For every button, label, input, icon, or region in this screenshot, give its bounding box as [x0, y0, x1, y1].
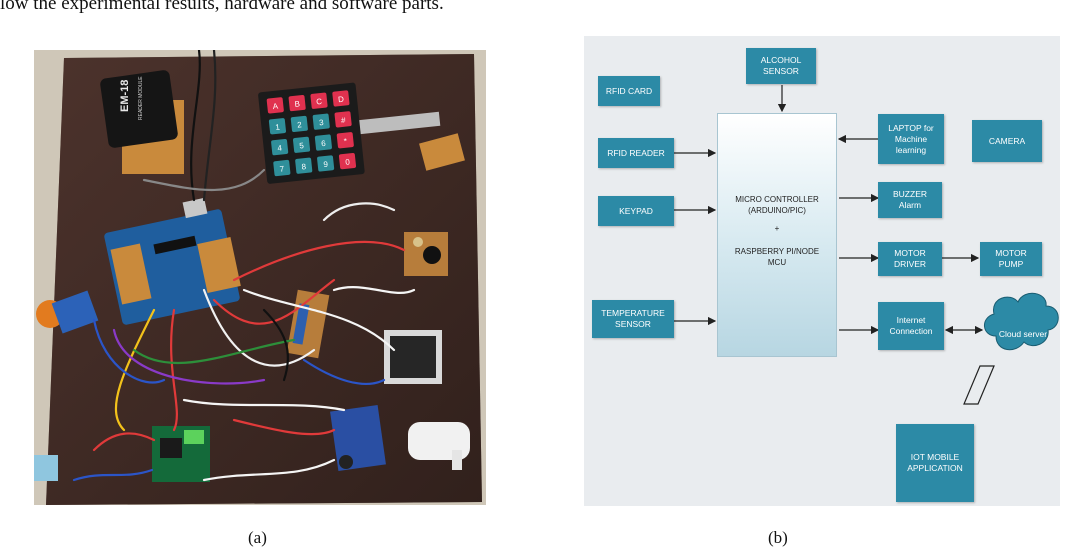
keypad-key: [336, 132, 354, 149]
caption-a: (a): [248, 528, 267, 547]
block-keypad: KEYPAD: [598, 196, 674, 226]
keypad-key: [338, 153, 357, 170]
keypad-key-label: 7: [279, 164, 285, 173]
keypad-key: [290, 115, 308, 133]
wireless-link: [963, 365, 995, 405]
keypad-key-label: D: [338, 95, 345, 105]
block-internet-connection: Internet Connection: [878, 302, 944, 350]
keypad-key-label: 4: [277, 143, 283, 152]
block-buzzer: BUZZER Alarm: [878, 182, 942, 218]
block-motor-driver: MOTOR DRIVER: [878, 242, 942, 276]
mcu-label-1: MICRO CONTROLLER (ARDUINO/PIC): [735, 195, 819, 215]
block-laptop: LAPTOP for Machine learning: [878, 114, 944, 164]
keypad-key-label: C: [316, 97, 323, 107]
block-iot-mobile-app: IOT MOBILE APPLICATION: [896, 424, 974, 502]
keypad-key-label: 8: [301, 162, 307, 171]
keypad-key: [292, 136, 311, 153]
cloud-shape: [984, 292, 1059, 351]
block-temperature-sensor: TEMPERATURE SENSOR: [592, 300, 674, 338]
block-diagram: ALCOHOL SENSOR RFID CARD RFID READER KEY…: [584, 36, 1060, 506]
keypad-key: [310, 92, 328, 109]
intro-text: low the experimental results, hardware a…: [0, 0, 444, 14]
keypad-membrane: A B C D 1 2 3 #4 5 6 * 7 8 9 0: [258, 82, 441, 184]
em18-module: [100, 70, 178, 148]
keypad-key-label: B: [294, 99, 300, 109]
keypad-key: [268, 118, 287, 135]
keypad-key-label: 9: [323, 160, 329, 169]
keypad-key: [266, 97, 284, 114]
keypad-key: [312, 113, 330, 130]
keypad-key: [314, 134, 332, 151]
keypad-key-label: 6: [321, 139, 327, 148]
keypad-key: [332, 90, 350, 107]
keypad-key: [273, 159, 291, 177]
diagram-arrows: [674, 85, 1059, 405]
keypad-key-label: 5: [299, 141, 305, 150]
keypad-key-label: 3: [319, 118, 325, 127]
em18-label: EM-18: [119, 80, 131, 112]
keypad-key: [317, 155, 335, 172]
caption-b: (b): [768, 528, 788, 547]
cloud-server-label: Cloud server: [998, 329, 1048, 339]
block-alcohol-sensor: ALCOHOL SENSOR: [746, 48, 816, 84]
microcontroller-block: MICRO CONTROLLER (ARDUINO/PIC) + RASPBER…: [717, 113, 837, 357]
block-motor-pump: MOTOR PUMP: [980, 242, 1042, 276]
mcu-label-plus: +: [774, 224, 780, 233]
keypad-key-label: 0: [345, 157, 351, 166]
hardware-photo-drawing: EM-18 READER MODULE A B C D 1 2 3 #4 5 6 * 7 8 9 0: [34, 50, 486, 505]
keypad-key-label: *: [343, 137, 347, 146]
keypad-key-label: #: [341, 116, 347, 125]
hardware-photo: EM-18 READER MODULE A B C D 1 2 3 #4 5 6 * 7 8 9 0: [34, 50, 486, 505]
block-camera: CAMERA: [972, 120, 1042, 162]
block-rfid-reader: RFID READER: [598, 138, 674, 168]
mcu-label-2: RASPBERRY PI/NODE MCU: [734, 247, 820, 267]
keypad-key: [288, 94, 306, 112]
keypad-key: [271, 139, 289, 156]
keypad-key-label: 2: [297, 120, 303, 129]
keypad-key: [295, 157, 313, 174]
keypad-key: [334, 111, 352, 128]
em18-sub-label: READER MODULE: [138, 76, 144, 120]
keypad-key-label: 1: [275, 122, 281, 131]
block-rfid-card: RFID CARD: [598, 76, 660, 106]
wires: [72, 50, 416, 482]
keypad-key-label: A: [272, 102, 279, 112]
